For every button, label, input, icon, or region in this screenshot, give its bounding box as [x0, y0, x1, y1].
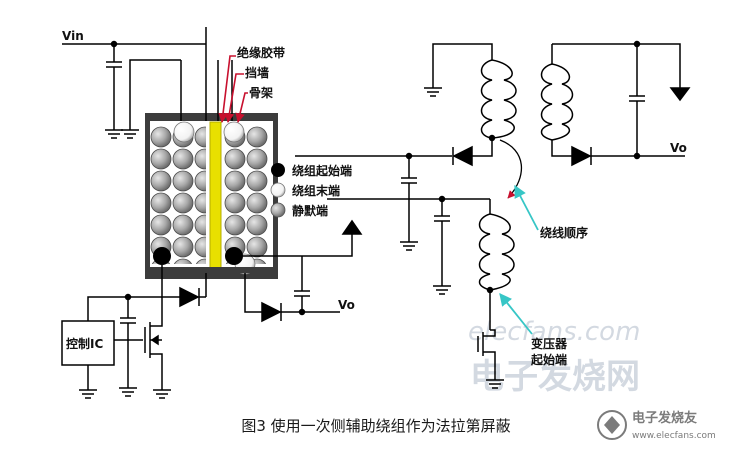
- transformer-cross-section: [145, 27, 278, 279]
- controller-circuit: [61, 265, 207, 399]
- legend-start-label: 绕组起始端: [292, 163, 352, 178]
- winding-order-label: 绕线顺序: [540, 225, 588, 240]
- site-logo: 电子发烧友 www.elecfans.com: [597, 410, 716, 441]
- input-section: [62, 40, 206, 139]
- watermark-line2: 电子发烧网: [470, 357, 640, 397]
- figure-caption: 图3 使用一次侧辅助绕组作为法拉第屏蔽: [241, 417, 510, 435]
- winding-start-black-left: [153, 247, 171, 265]
- legend-quiet-dot: [270, 202, 286, 218]
- vin-label: Vin: [62, 29, 84, 43]
- right-winding-stack: [224, 126, 268, 264]
- bobbin-label: 骨架: [249, 85, 273, 100]
- legend-start-dot: [271, 163, 285, 177]
- logo-emblem-icon: [597, 410, 627, 440]
- logo-text: 电子发烧友: [632, 410, 697, 426]
- insulation-tape-label: 绝缘胶带: [237, 45, 285, 60]
- legend-end-label: 绕组末端: [292, 183, 340, 198]
- vo-right-label: Vo: [670, 141, 687, 155]
- annotation-labels: 绝缘胶带 挡墙 骨架: [236, 44, 290, 100]
- winding-end-white-right: [223, 121, 245, 143]
- teal-pointers: [499, 184, 539, 335]
- barrier-label: 挡墙: [245, 65, 269, 80]
- watermark: elecfans.com 电子发烧网: [468, 317, 640, 397]
- vo-left-label: Vo: [338, 298, 355, 312]
- legend-end-dot: [270, 182, 286, 198]
- winding-order-arrows: [499, 139, 522, 199]
- schematic-transformer: [400, 40, 691, 389]
- insulation-tape: [209, 121, 222, 270]
- legend-quiet-label: 静默端: [292, 203, 328, 218]
- aux-output-circuit: [234, 219, 363, 323]
- watermark-line1: elecfans.com: [468, 317, 640, 347]
- control-ic-label: 控制IC: [66, 336, 103, 351]
- transformer-start-label-line2: 起始端: [530, 352, 567, 367]
- transformer-start-label-line1: 变压器: [531, 336, 568, 351]
- left-winding-stack: [150, 126, 206, 264]
- legend: 绕组起始端 绕组末端 静默端: [270, 163, 352, 218]
- bobbin-bottom: [150, 267, 273, 273]
- logo-url: www.elecfans.com: [632, 431, 716, 441]
- winding-end-white-top: [173, 121, 195, 143]
